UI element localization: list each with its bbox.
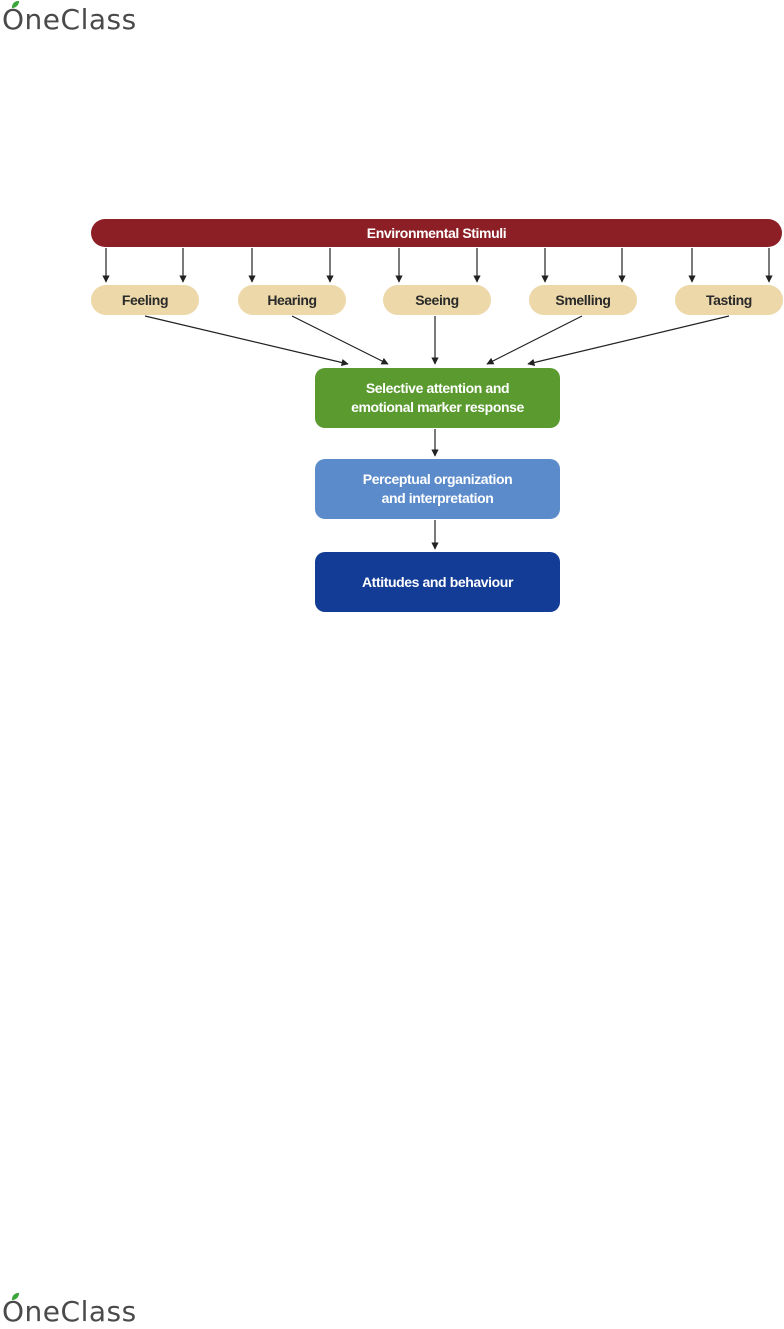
stage-attitudes-line1: Attitudes and behaviour xyxy=(362,573,513,592)
sense-tasting: Tasting xyxy=(675,285,783,315)
logo-rest-text-footer: neClass xyxy=(25,1298,137,1326)
environmental-stimuli-bar: Environmental Stimuli xyxy=(91,219,782,247)
stage-perceptual-line1: Perceptual organization xyxy=(363,470,513,489)
sense-tasting-label: Tasting xyxy=(706,291,752,310)
stage-selective-attention: Selective attention and emotional marker… xyxy=(315,368,560,428)
sense-hearing: Hearing xyxy=(238,285,346,315)
arrow-hearing-attention xyxy=(292,316,388,364)
sense-feeling: Feeling xyxy=(91,285,199,315)
sense-smelling-label: Smelling xyxy=(555,291,610,310)
sense-seeing: Seeing xyxy=(383,285,491,315)
sense-seeing-label: Seeing xyxy=(415,291,459,310)
oneclass-logo-footer: O neClass xyxy=(2,1298,137,1326)
sense-hearing-label: Hearing xyxy=(267,291,316,310)
leaf-icon xyxy=(11,1292,20,1301)
sense-smelling: Smelling xyxy=(529,285,637,315)
arrow-feeling-attention xyxy=(145,316,348,364)
stage-perceptual-organization: Perceptual organization and interpretati… xyxy=(315,459,560,519)
stage-perceptual-line2: and interpretation xyxy=(363,489,513,508)
environmental-stimuli-label: Environmental Stimuli xyxy=(367,224,506,243)
sense-feeling-label: Feeling xyxy=(122,291,168,310)
logo-o-letter-footer: O xyxy=(2,1298,25,1326)
arrow-smelling-attention xyxy=(487,316,582,364)
arrow-tasting-attention xyxy=(528,316,729,364)
stage-attention-line2: emotional marker response xyxy=(351,398,524,417)
perception-process-diagram: Environmental Stimuli Feeling Hearing Se… xyxy=(0,0,784,700)
stage-attention-line1: Selective attention and xyxy=(351,379,524,398)
stage-attitudes-behaviour: Attitudes and behaviour xyxy=(315,552,560,612)
